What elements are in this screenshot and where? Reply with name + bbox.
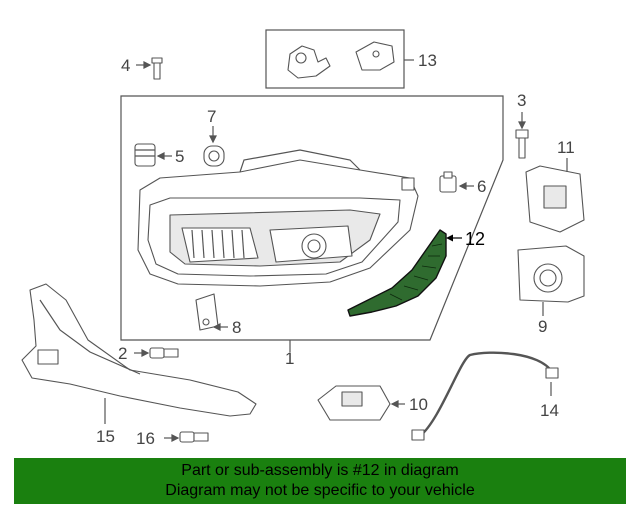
part-12-highlighted: [347, 229, 447, 317]
part-14-cable: [411, 351, 559, 441]
part-13-brackets: [287, 41, 395, 79]
part-3-bolt: [515, 129, 529, 159]
callout-2: 2: [118, 344, 127, 363]
callout-16: 16: [136, 429, 155, 448]
part-9-module: [517, 245, 585, 303]
banner-line-1: Part or sub-assembly is #12 in diagram: [181, 462, 459, 479]
callout-10: 10: [409, 395, 428, 414]
callout-3: 3: [517, 91, 526, 110]
part-4-screw: [151, 57, 163, 80]
callout-5: 5: [175, 147, 184, 166]
assembly-frame: [120, 95, 504, 341]
callout-12: 12: [465, 229, 485, 249]
part-16-screw: [179, 431, 209, 443]
part-2-screw: [149, 347, 179, 359]
callout-4: 4: [121, 56, 130, 75]
part-11-module: [525, 165, 585, 233]
headlamp-housing: [137, 149, 419, 287]
part-5-grommet: [134, 143, 156, 167]
callout-11: 11: [557, 138, 575, 157]
callout-6: 6: [477, 177, 486, 196]
callout-9: 9: [538, 317, 547, 336]
part-15-bracket: [21, 283, 257, 417]
banner-line-2: Diagram may not be specific to your vehi…: [165, 482, 475, 499]
part-7-cap: [203, 145, 225, 167]
part-13-kit-box: [265, 29, 405, 89]
part-6-clip: [439, 171, 457, 193]
parts-diagram: 1 2 3 4 5 6 7 8 9 10 11 12 13 14 15 16: [21, 29, 585, 448]
callout-1: 1: [285, 349, 294, 368]
callout-13: 13: [418, 51, 437, 70]
callout-7: 7: [207, 107, 216, 126]
part-10-module: [317, 385, 391, 421]
callout-14: 14: [540, 401, 559, 420]
info-banner: Part or sub-assembly is #12 in diagram D…: [14, 458, 626, 504]
callout-15: 15: [96, 427, 115, 446]
callout-8: 8: [232, 318, 241, 337]
